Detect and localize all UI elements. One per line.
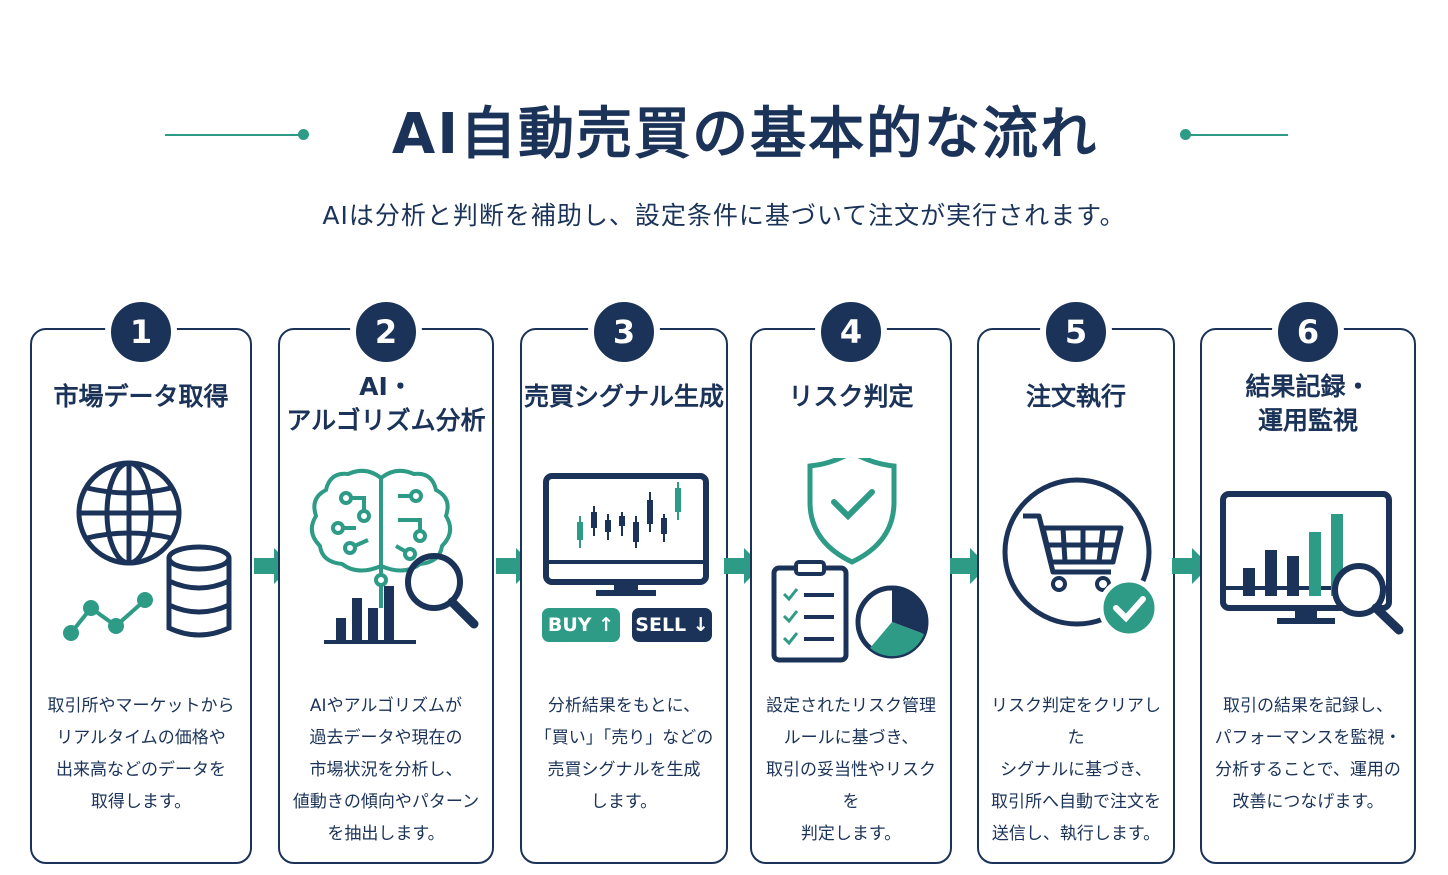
candlestick-monitor-icon: BUY ↑ SELL ↓	[522, 458, 726, 668]
step-number-badge: 2	[350, 296, 422, 368]
title-decoration-right	[1186, 134, 1288, 136]
buy-signal-badge: BUY ↑	[542, 608, 620, 642]
sell-signal-badge: SELL ↓	[632, 608, 712, 642]
step-title: 市場データ取得	[53, 382, 229, 411]
step-description: 分析結果をもとに、 「買い」「売り」などの 売買シグナルを生成 します。	[534, 696, 714, 812]
step-title: 売買シグナル生成	[523, 382, 724, 411]
step-title: AI・ アルゴリズム分析	[286, 372, 486, 435]
step-card-1: 1 市場データ取得	[30, 296, 252, 864]
step-title: 注文執行	[1025, 382, 1126, 411]
title-dot-right	[1180, 129, 1191, 140]
step-card-6: 6 結果記録・ 運用監視 取引の結果を記録し、 パフォーマンスを監視・ 分析する…	[1200, 296, 1416, 864]
step-number-badge: 1	[105, 296, 177, 368]
monitor-chart-icon	[1202, 458, 1414, 668]
title-decoration-left	[165, 134, 303, 136]
step-number-badge: 3	[588, 296, 660, 368]
page-subtitle: AIは分析と判断を補助し、設定条件に基づいて注文が実行されます。	[322, 201, 1126, 230]
step-number-badge: 4	[815, 296, 887, 368]
step-title: リスク判定	[788, 382, 914, 411]
title-dot-left	[298, 129, 309, 140]
brain-analysis-icon	[280, 458, 492, 668]
step-description: AIやアルゴリズムが 過去データや現在の 市場状況を分析し、 値動きの傾向やパタ…	[292, 696, 480, 844]
cart-check-icon	[979, 458, 1173, 668]
step-card-2: 2 AI・ アルゴリズム分析	[278, 296, 494, 864]
step-description: リスク判定をクリアした シグナルに基づき、 取引所へ自動で注文を 送信し、執行し…	[991, 696, 1161, 844]
step-number-badge: 5	[1040, 296, 1112, 368]
step-description: 設定されたリスク管理 ルールに基づき、 取引の妥当性やリスクを 判定します。	[766, 696, 936, 844]
step-description: 取引所やマーケットから リアルタイムの価格や 出来高などのデータを 取得します。	[47, 696, 235, 812]
step-card-5: 5 注文執行 リスク判定をクリアした シグナルに基づき、 取引所へ自動で注文を …	[977, 296, 1175, 864]
page-title: AI自動売買の基本的な流れ	[391, 102, 1099, 167]
step-number-badge: 6	[1272, 296, 1344, 368]
globe-database-icon	[32, 458, 250, 668]
shield-checklist-icon	[752, 458, 950, 668]
title-row: AI自動売買の基本的な流れ	[0, 100, 1448, 170]
step-description: 取引の結果を記録し、 パフォーマンスを監視・ 分析することで、運用の 改善につな…	[1214, 696, 1402, 812]
step-card-4: 4 リスク判定 設定されたリスク管理 ルールに基づき、 取引の妥当性やリスクを …	[750, 296, 952, 864]
step-card-3: 3 売買シグナル生成	[520, 296, 728, 864]
step-title: 結果記録・ 運用監視	[1245, 372, 1371, 435]
